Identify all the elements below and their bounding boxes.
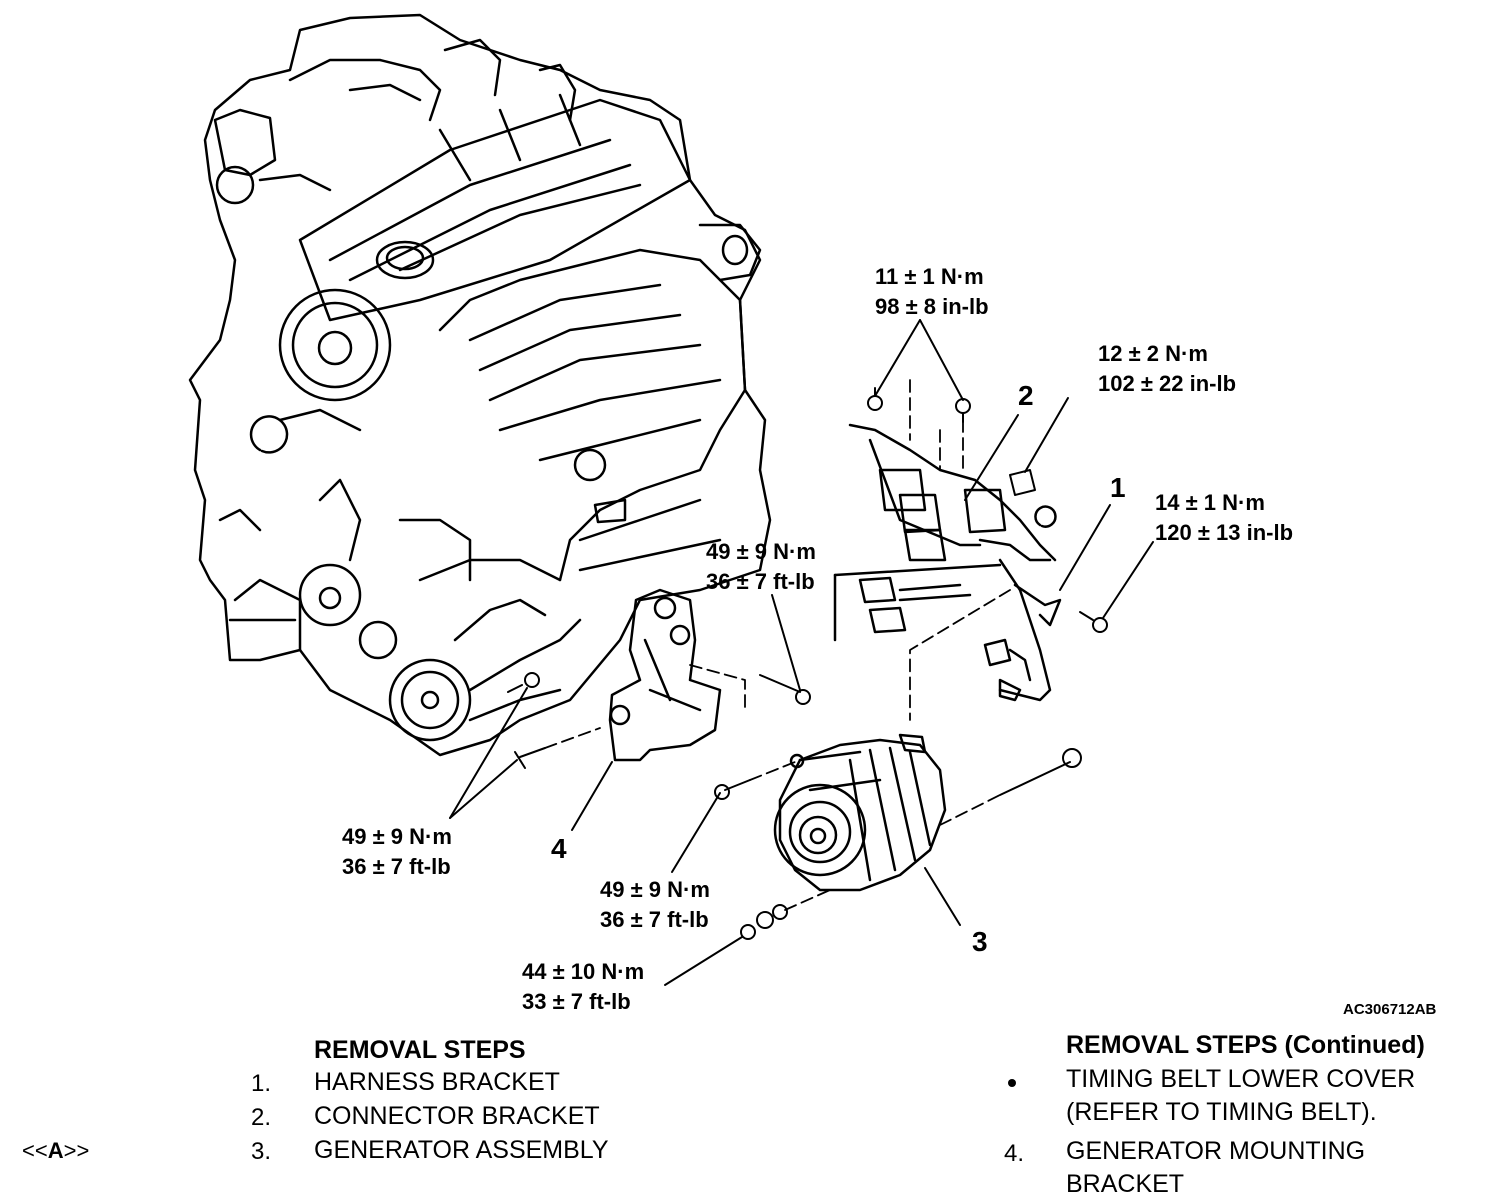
bolts xyxy=(507,387,1108,940)
figure-id: AC306712AB xyxy=(1343,1001,1437,1018)
step-text: HARNESS BRACKET xyxy=(314,1068,560,1096)
procedure-reference-a: <<A>> xyxy=(22,1138,89,1164)
torque-metric: 44 ± 10 N·m xyxy=(522,959,645,984)
step-number: 3. xyxy=(251,1138,272,1165)
removal-steps-continued-title: REMOVAL STEPS (Continued) xyxy=(1066,1031,1425,1059)
torque-metric: 14 ± 1 N·m xyxy=(1155,490,1265,515)
torque-metric: 49 ± 9 N·m xyxy=(342,824,452,849)
callout-4: 4 xyxy=(551,833,567,864)
ref-close: >> xyxy=(63,1138,90,1163)
generator-mounting-bracket xyxy=(608,588,722,762)
callout-2: 2 xyxy=(1018,380,1034,411)
torque-label-harness: 14 ± 1 N·m 120 ± 13 in-lb xyxy=(1155,488,1293,548)
torque-metric: 12 ± 2 N·m xyxy=(1098,341,1208,366)
torque-label-nut: 44 ± 10 N·m 33 ± 7 ft-lb xyxy=(522,957,644,1017)
torque-imperial: 98 ± 8 in-lb xyxy=(875,294,989,319)
step-text: GENERATOR MOUNTING xyxy=(1066,1137,1366,1165)
step-text: (REFER TO TIMING BELT). xyxy=(1066,1098,1377,1126)
removal-steps-title: REMOVAL STEPS xyxy=(314,1036,526,1064)
step-text: TIMING BELT LOWER COVER xyxy=(1066,1065,1416,1093)
step-number: 2. xyxy=(251,1104,272,1131)
torque-label-top: 11 ± 1 N·m 98 ± 8 in-lb xyxy=(875,262,989,322)
torque-imperial: 36 ± 7 ft-lb xyxy=(342,854,451,879)
generator-assembly xyxy=(773,733,947,892)
step-text: CONNECTOR BRACKET xyxy=(314,1102,600,1130)
ref-open: << xyxy=(22,1138,48,1163)
callout-3: 3 xyxy=(972,926,988,957)
step-text: BRACKET xyxy=(1066,1170,1185,1198)
step-number: 1. xyxy=(251,1070,272,1097)
torque-label-bracket-bolt: 49 ± 9 N·m 36 ± 7 ft-lb xyxy=(706,537,816,597)
step-number: 4. xyxy=(1004,1140,1025,1167)
engine-block xyxy=(188,13,772,757)
torque-metric: 49 ± 9 N·m xyxy=(706,539,816,564)
callout-1: 1 xyxy=(1110,472,1126,503)
leader-lines xyxy=(449,319,1154,986)
torque-imperial: 36 ± 7 ft-lb xyxy=(706,569,815,594)
step-text: GENERATOR ASSEMBLY xyxy=(314,1136,609,1164)
ref-letter: A xyxy=(47,1138,64,1163)
assembly-lines xyxy=(544,379,1011,911)
bullet-icon xyxy=(1008,1079,1016,1087)
torque-imperial: 102 ± 22 in-lb xyxy=(1098,371,1237,396)
torque-imperial: 36 ± 7 ft-lb xyxy=(600,907,709,932)
engine-exploded-diagram xyxy=(188,13,1154,986)
torque-label-generator-bolt: 49 ± 9 N·m 36 ± 7 ft-lb xyxy=(600,875,710,935)
torque-metric: 49 ± 9 N·m xyxy=(600,877,710,902)
torque-imperial: 33 ± 7 ft-lb xyxy=(522,989,631,1014)
connector-harness-assembly xyxy=(833,423,1062,702)
torque-label-left-bolts: 49 ± 9 N·m 36 ± 7 ft-lb xyxy=(342,822,452,882)
torque-imperial: 120 ± 13 in-lb xyxy=(1155,520,1294,545)
torque-metric: 11 ± 1 N·m xyxy=(875,264,984,289)
torque-label-connector: 12 ± 2 N·m 102 ± 22 in-lb xyxy=(1098,339,1236,399)
